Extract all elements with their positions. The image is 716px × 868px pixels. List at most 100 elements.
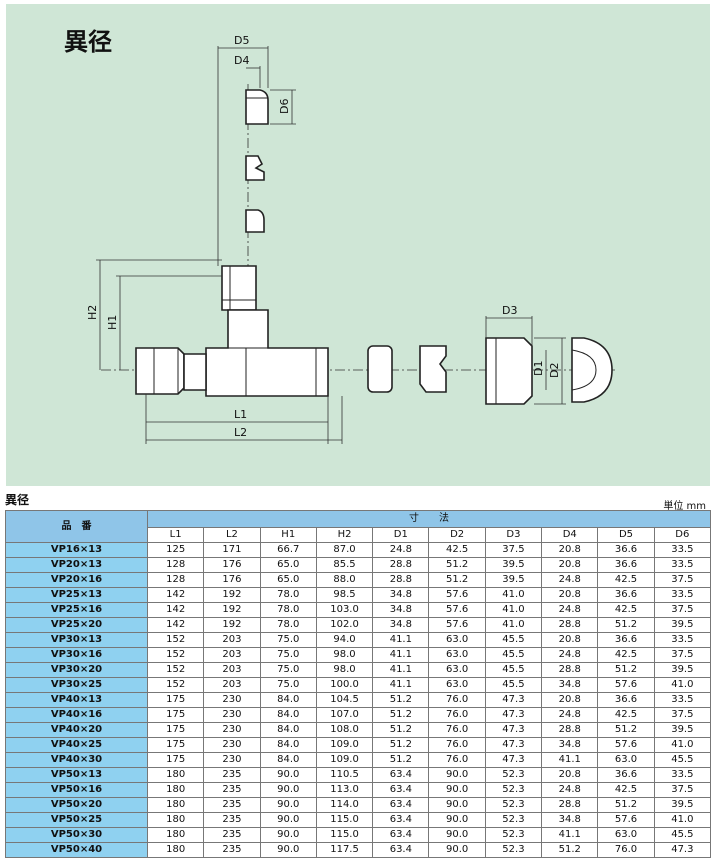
dimension-cell: 51.2: [372, 737, 430, 753]
dimension-cell: 20.8: [541, 767, 599, 783]
tee-body: [205, 309, 329, 397]
part-number-cell: VP30×13: [5, 632, 148, 648]
dimension-cell: 107.0: [315, 707, 374, 723]
part-number-cell: VP16×13: [5, 542, 148, 558]
dimension-cell: 42.5: [597, 572, 655, 588]
dimension-cell: 47.3: [653, 842, 712, 858]
dimension-cell: 63.4: [372, 782, 430, 798]
dimension-cell: 230: [203, 737, 261, 753]
part-number-cell: VP25×20: [5, 617, 148, 633]
dimension-cell: 36.6: [597, 632, 655, 648]
dimension-cell: 34.8: [372, 602, 430, 618]
dimension-cell: 52.3: [484, 827, 543, 843]
dimension-cell: 90.0: [259, 812, 317, 828]
dimension-cell: 84.0: [259, 707, 317, 723]
dimension-cell: 57.6: [428, 602, 486, 618]
dimension-cell: 192: [203, 587, 261, 603]
dimension-cell: 45.5: [653, 827, 712, 843]
dimension-cell: 235: [203, 827, 261, 843]
dimension-cell: 20.8: [541, 542, 599, 558]
part-number-cell: VP25×13: [5, 587, 148, 603]
part-number-cell: VP50×25: [5, 812, 148, 828]
dimension-cell: 180: [146, 812, 205, 828]
dimension-cell: 180: [146, 827, 205, 843]
dimension-cell: 87.0: [315, 542, 374, 558]
dimension-cell: 90.0: [259, 767, 317, 783]
branch-nut: [221, 265, 257, 311]
dimension-cell: 84.0: [259, 752, 317, 768]
dimension-cell: 41.0: [484, 587, 543, 603]
d4-dimension: D4: [234, 54, 261, 88]
dimension-cell: 63.0: [597, 827, 655, 843]
dimension-cell: 142: [146, 602, 205, 618]
dimension-cell: 109.0: [315, 737, 374, 753]
dimension-cell: 117.5: [315, 842, 374, 858]
dimension-cell: 76.0: [428, 722, 486, 738]
dimension-cell: 78.0: [259, 617, 317, 633]
dimension-cell: 108.0: [315, 722, 374, 738]
dimension-cell: 52.3: [484, 842, 543, 858]
h1-dimension: H1: [106, 275, 222, 370]
dimension-cell: 76.0: [428, 707, 486, 723]
dimension-cell: 42.5: [597, 602, 655, 618]
dimension-cell: 24.8: [541, 647, 599, 663]
dimension-header: 寸 法: [147, 510, 711, 528]
column-header-h1: H1: [259, 527, 317, 543]
dimension-cell: 34.8: [372, 587, 430, 603]
dimension-cell: 90.0: [259, 842, 317, 858]
column-header-d3: D3: [484, 527, 543, 543]
dimension-cell: 66.7: [259, 542, 317, 558]
dimension-cell: 85.5: [315, 557, 374, 573]
dimension-cell: 37.5: [653, 647, 712, 663]
dimension-cell: 98.0: [315, 647, 374, 663]
column-header-d2: D2: [428, 527, 486, 543]
dimension-cell: 84.0: [259, 737, 317, 753]
dimension-cell: 45.5: [653, 752, 712, 768]
dimension-cell: 51.2: [597, 722, 655, 738]
dimension-cell: 33.5: [653, 632, 712, 648]
dimension-cell: 37.5: [653, 602, 712, 618]
dimension-cell: 104.5: [315, 692, 374, 708]
column-header-d4: D4: [541, 527, 599, 543]
l1-dimension: L1: [145, 394, 329, 444]
dimension-cell: 180: [146, 797, 205, 813]
dimension-cell: 63.4: [372, 767, 430, 783]
dimension-cell: 175: [146, 692, 205, 708]
dimension-cell: 28.8: [541, 662, 599, 678]
dimension-cell: 114.0: [315, 797, 374, 813]
dimension-cell: 63.0: [597, 752, 655, 768]
part-number-cell: VP25×16: [5, 602, 148, 618]
dimension-cell: 57.6: [597, 812, 655, 828]
part-number-cell: VP40×16: [5, 707, 148, 723]
dimension-cell: 63.0: [428, 632, 486, 648]
dimension-cell: 37.5: [484, 542, 543, 558]
dimension-cell: 65.0: [259, 572, 317, 588]
dimension-cell: 39.5: [653, 662, 712, 678]
part-number-cell: VP40×20: [5, 722, 148, 738]
dimension-cell: 90.0: [428, 827, 486, 843]
dimension-cell: 33.5: [653, 587, 712, 603]
dimension-cell: 33.5: [653, 767, 712, 783]
dimension-cell: 63.4: [372, 842, 430, 858]
part-number-cell: VP30×16: [5, 647, 148, 663]
dimension-cell: 125: [146, 542, 205, 558]
dimension-cell: 57.6: [428, 587, 486, 603]
dimension-cell: 230: [203, 752, 261, 768]
dimension-cell: 175: [146, 722, 205, 738]
dimension-cell: 36.6: [597, 767, 655, 783]
part-number-header: 品 番: [5, 510, 148, 543]
dimension-cell: 63.0: [428, 677, 486, 693]
l2-dimension: L2: [146, 396, 343, 444]
dimension-cell: 63.4: [372, 797, 430, 813]
column-header-l1: L1: [146, 527, 205, 543]
dimension-cell: 192: [203, 602, 261, 618]
l1-label: L1: [234, 408, 247, 421]
